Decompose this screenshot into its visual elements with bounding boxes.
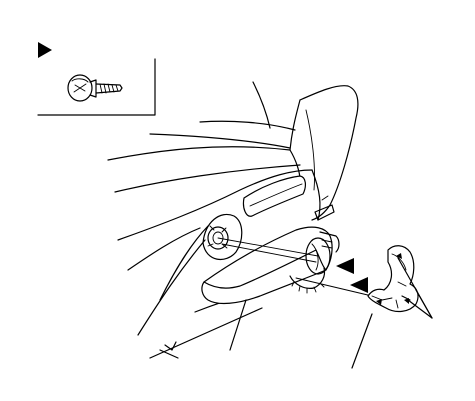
screw-icon [67,74,123,102]
callout-leader-end-cap [351,313,373,369]
seat-back [107,81,359,221]
callout-leader-clip-c [415,289,433,319]
callout-leaders [229,257,433,369]
side-trim-cover [201,226,340,305]
recliner-lever [242,175,335,221]
callout-leader-side-cover [229,299,247,351]
end-cap [367,245,419,313]
screw-location-markers [336,258,368,293]
screw-marker-2-icon [350,277,368,293]
legend-box-border [37,58,156,116]
callout-leader-clip-b [407,299,433,319]
recliner-mechanism [202,213,243,261]
fastener-legend [37,42,156,116]
alignment-lines [217,237,373,297]
screw-marker-1-icon [336,258,354,274]
legend-triangle-icon [38,42,52,58]
